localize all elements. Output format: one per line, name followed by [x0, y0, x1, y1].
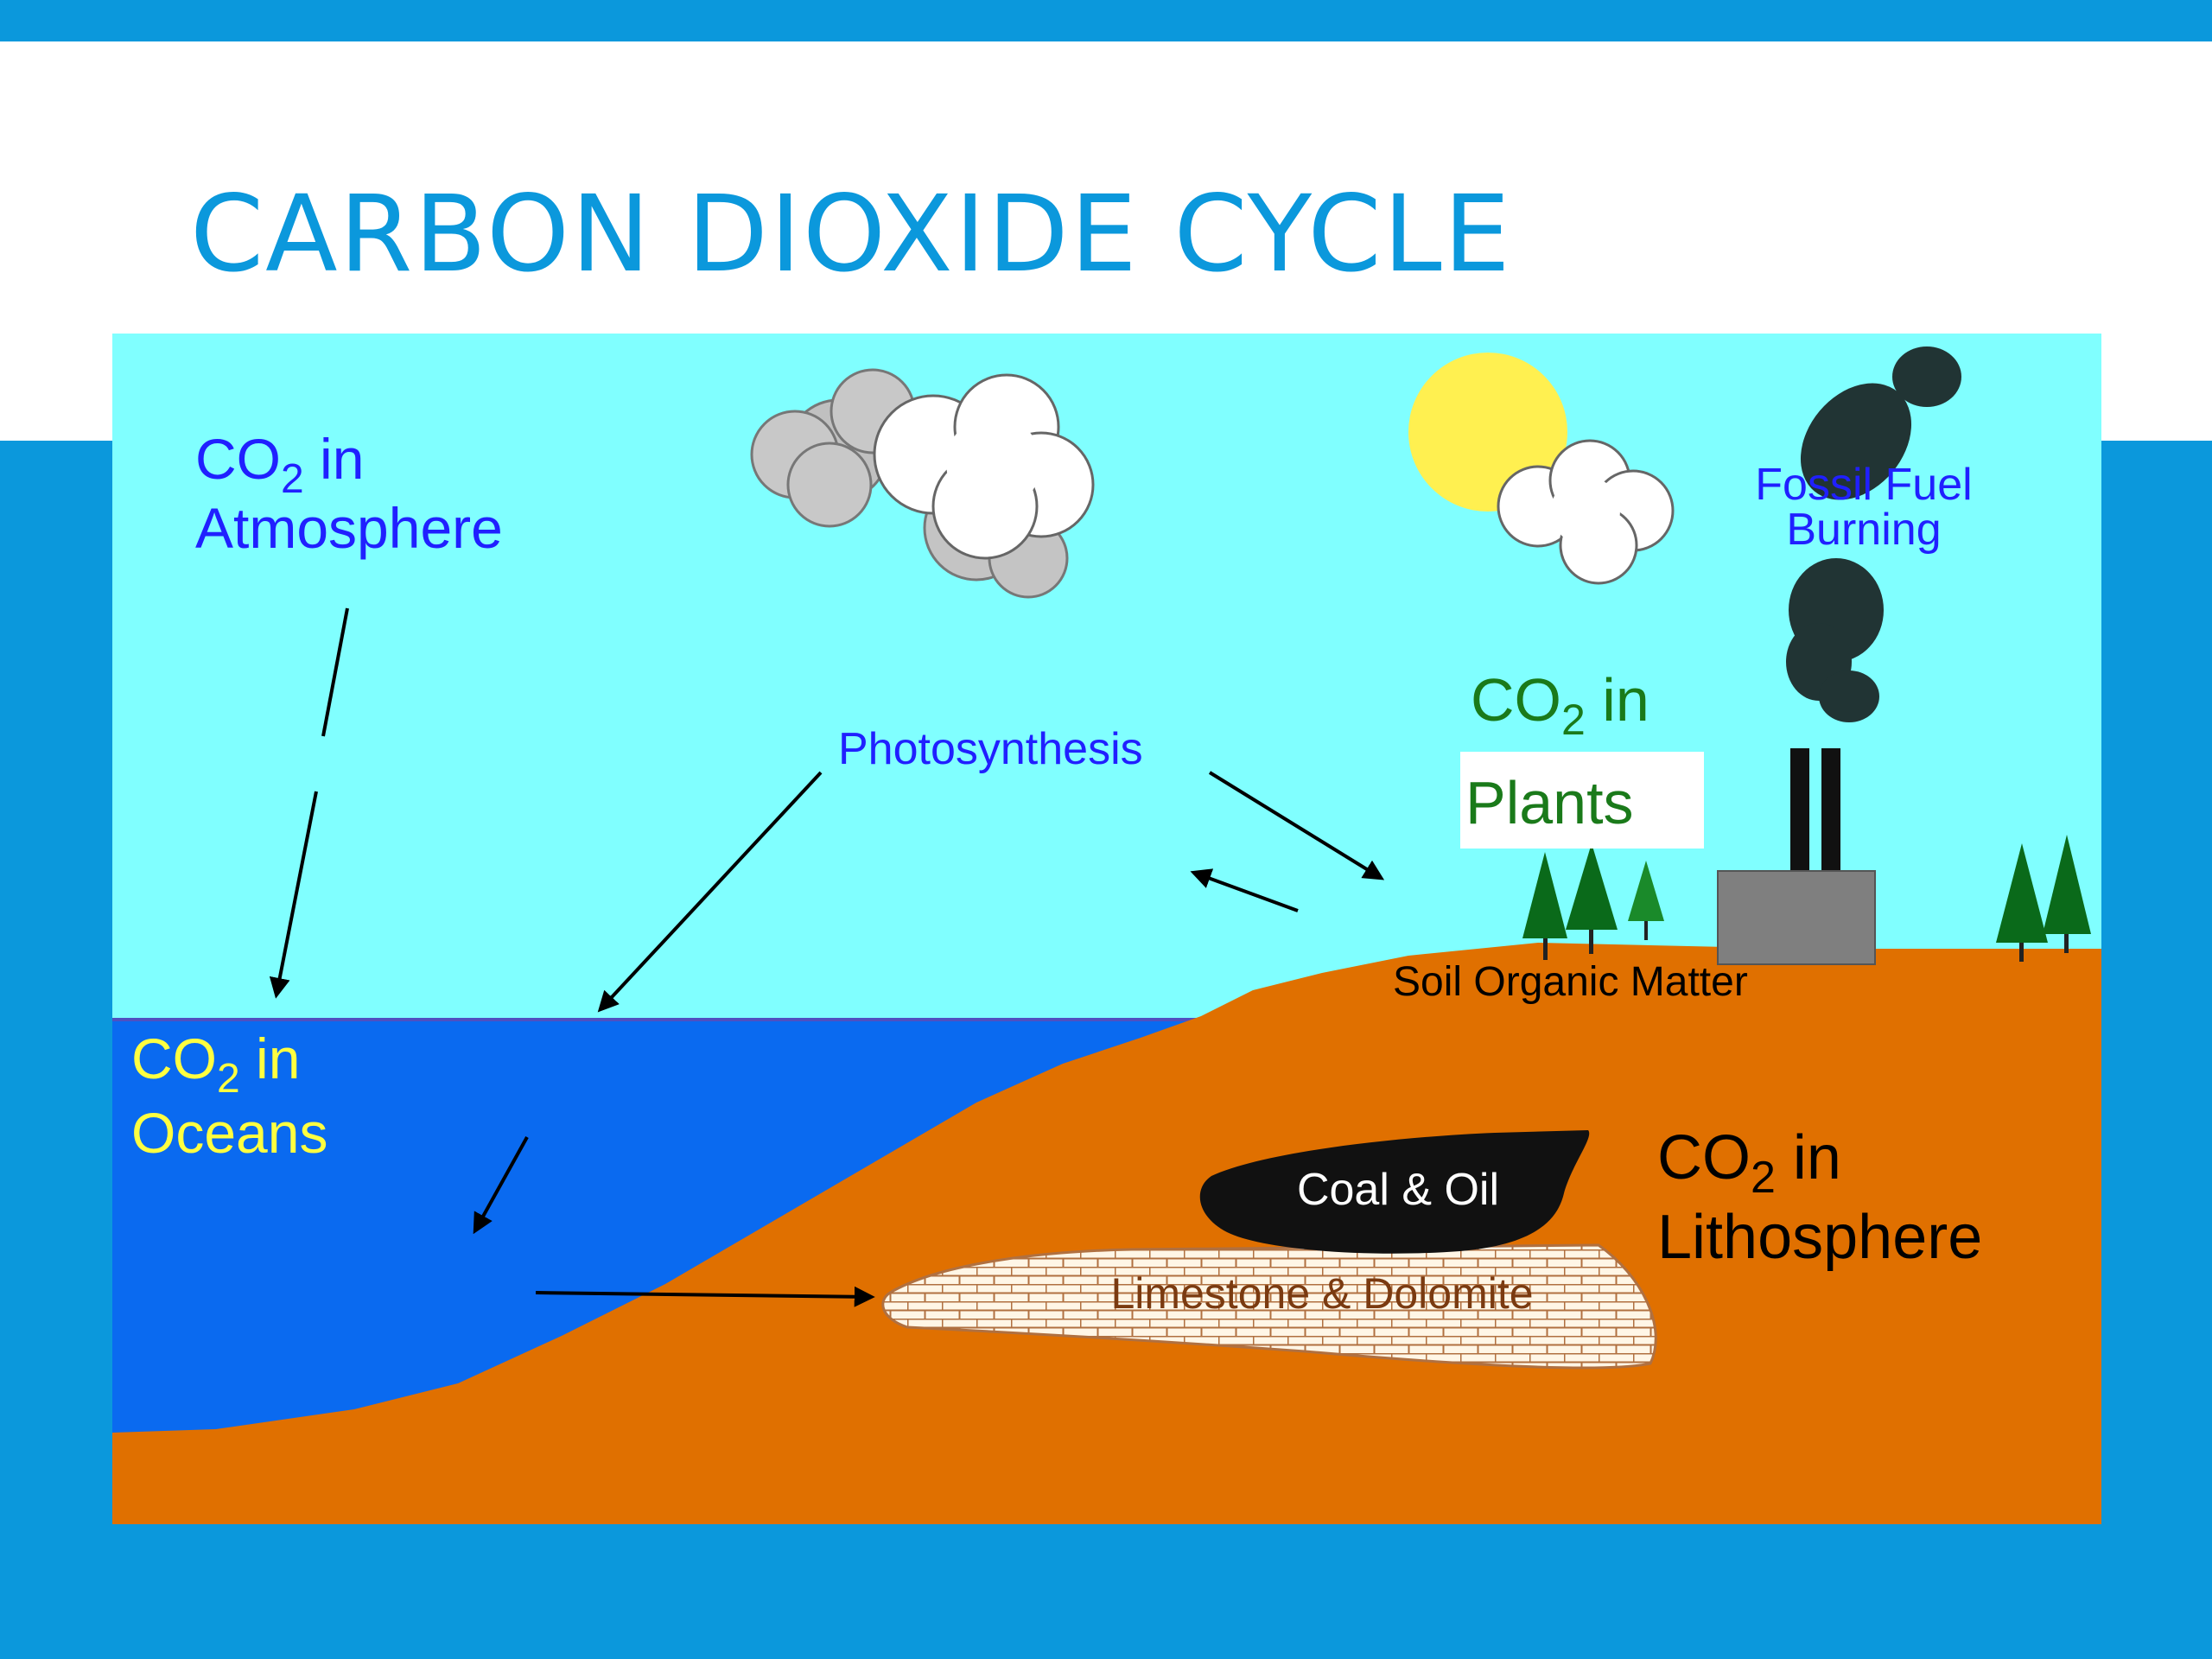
- chimney-left: [1790, 748, 1809, 874]
- lithosphere-label: CO2 in: [1657, 1123, 1841, 1203]
- factory-building: [1717, 870, 1876, 965]
- cloud-white-icon: [873, 373, 1095, 560]
- photosynthesis-label: Photosynthesis: [838, 724, 1143, 774]
- limestone-dolomite-deposit: [881, 1243, 1657, 1370]
- top-accent-bar: [0, 0, 2212, 41]
- oceans-label: CO2 in: [131, 1027, 300, 1102]
- arrow-ocean-down: [473, 1136, 529, 1235]
- limestone-label: Limestone & Dolomite: [1110, 1269, 1533, 1318]
- atmosphere-label: CO2 in: [195, 427, 364, 502]
- plants-label-line2: Plants: [1465, 769, 1634, 836]
- slide-title: CARBON DIOXIDE CYCLE: [190, 173, 1512, 296]
- atmosphere-label-line2: Atmosphere: [195, 496, 503, 560]
- land: [112, 943, 2101, 1524]
- chimney-right: [1821, 748, 1840, 874]
- lithosphere-label-line2: Lithosphere: [1657, 1203, 1982, 1272]
- fossil-fuel-label-line1: Fossil Fuel: [1755, 460, 1972, 510]
- tree-icon: [1996, 835, 2091, 962]
- arrow-photosynthesis-ocean: [597, 771, 823, 1013]
- arrow-photosynthesis-plants: [1208, 771, 1385, 880]
- oceans-label-line2: Oceans: [131, 1101, 327, 1165]
- arrow-atmosphere-down-1: [321, 607, 349, 737]
- arrow-atmosphere-down-2: [269, 791, 318, 999]
- coal-oil-label: Coal & Oil: [1297, 1165, 1499, 1215]
- smoke-plume-icon: [1786, 346, 1961, 722]
- carbon-cycle-diagram: CO2 in Atmosphere Photosynthesis Fossil …: [112, 334, 2101, 1524]
- arrow-ocean-to-limestone: [535, 1286, 875, 1307]
- plants-label-box: [1460, 752, 1704, 849]
- coal-oil-deposit: [1199, 1130, 1590, 1254]
- plants-label: CO2 in: [1471, 666, 1649, 744]
- fossil-fuel-label-line2: Burning: [1786, 505, 1941, 555]
- tree-icon: [1522, 843, 1664, 960]
- soil-label: Soil Organic Matter: [1393, 959, 1748, 1005]
- arrow-respiration-up: [1190, 868, 1299, 912]
- cloud-small-icon: [1497, 439, 1675, 585]
